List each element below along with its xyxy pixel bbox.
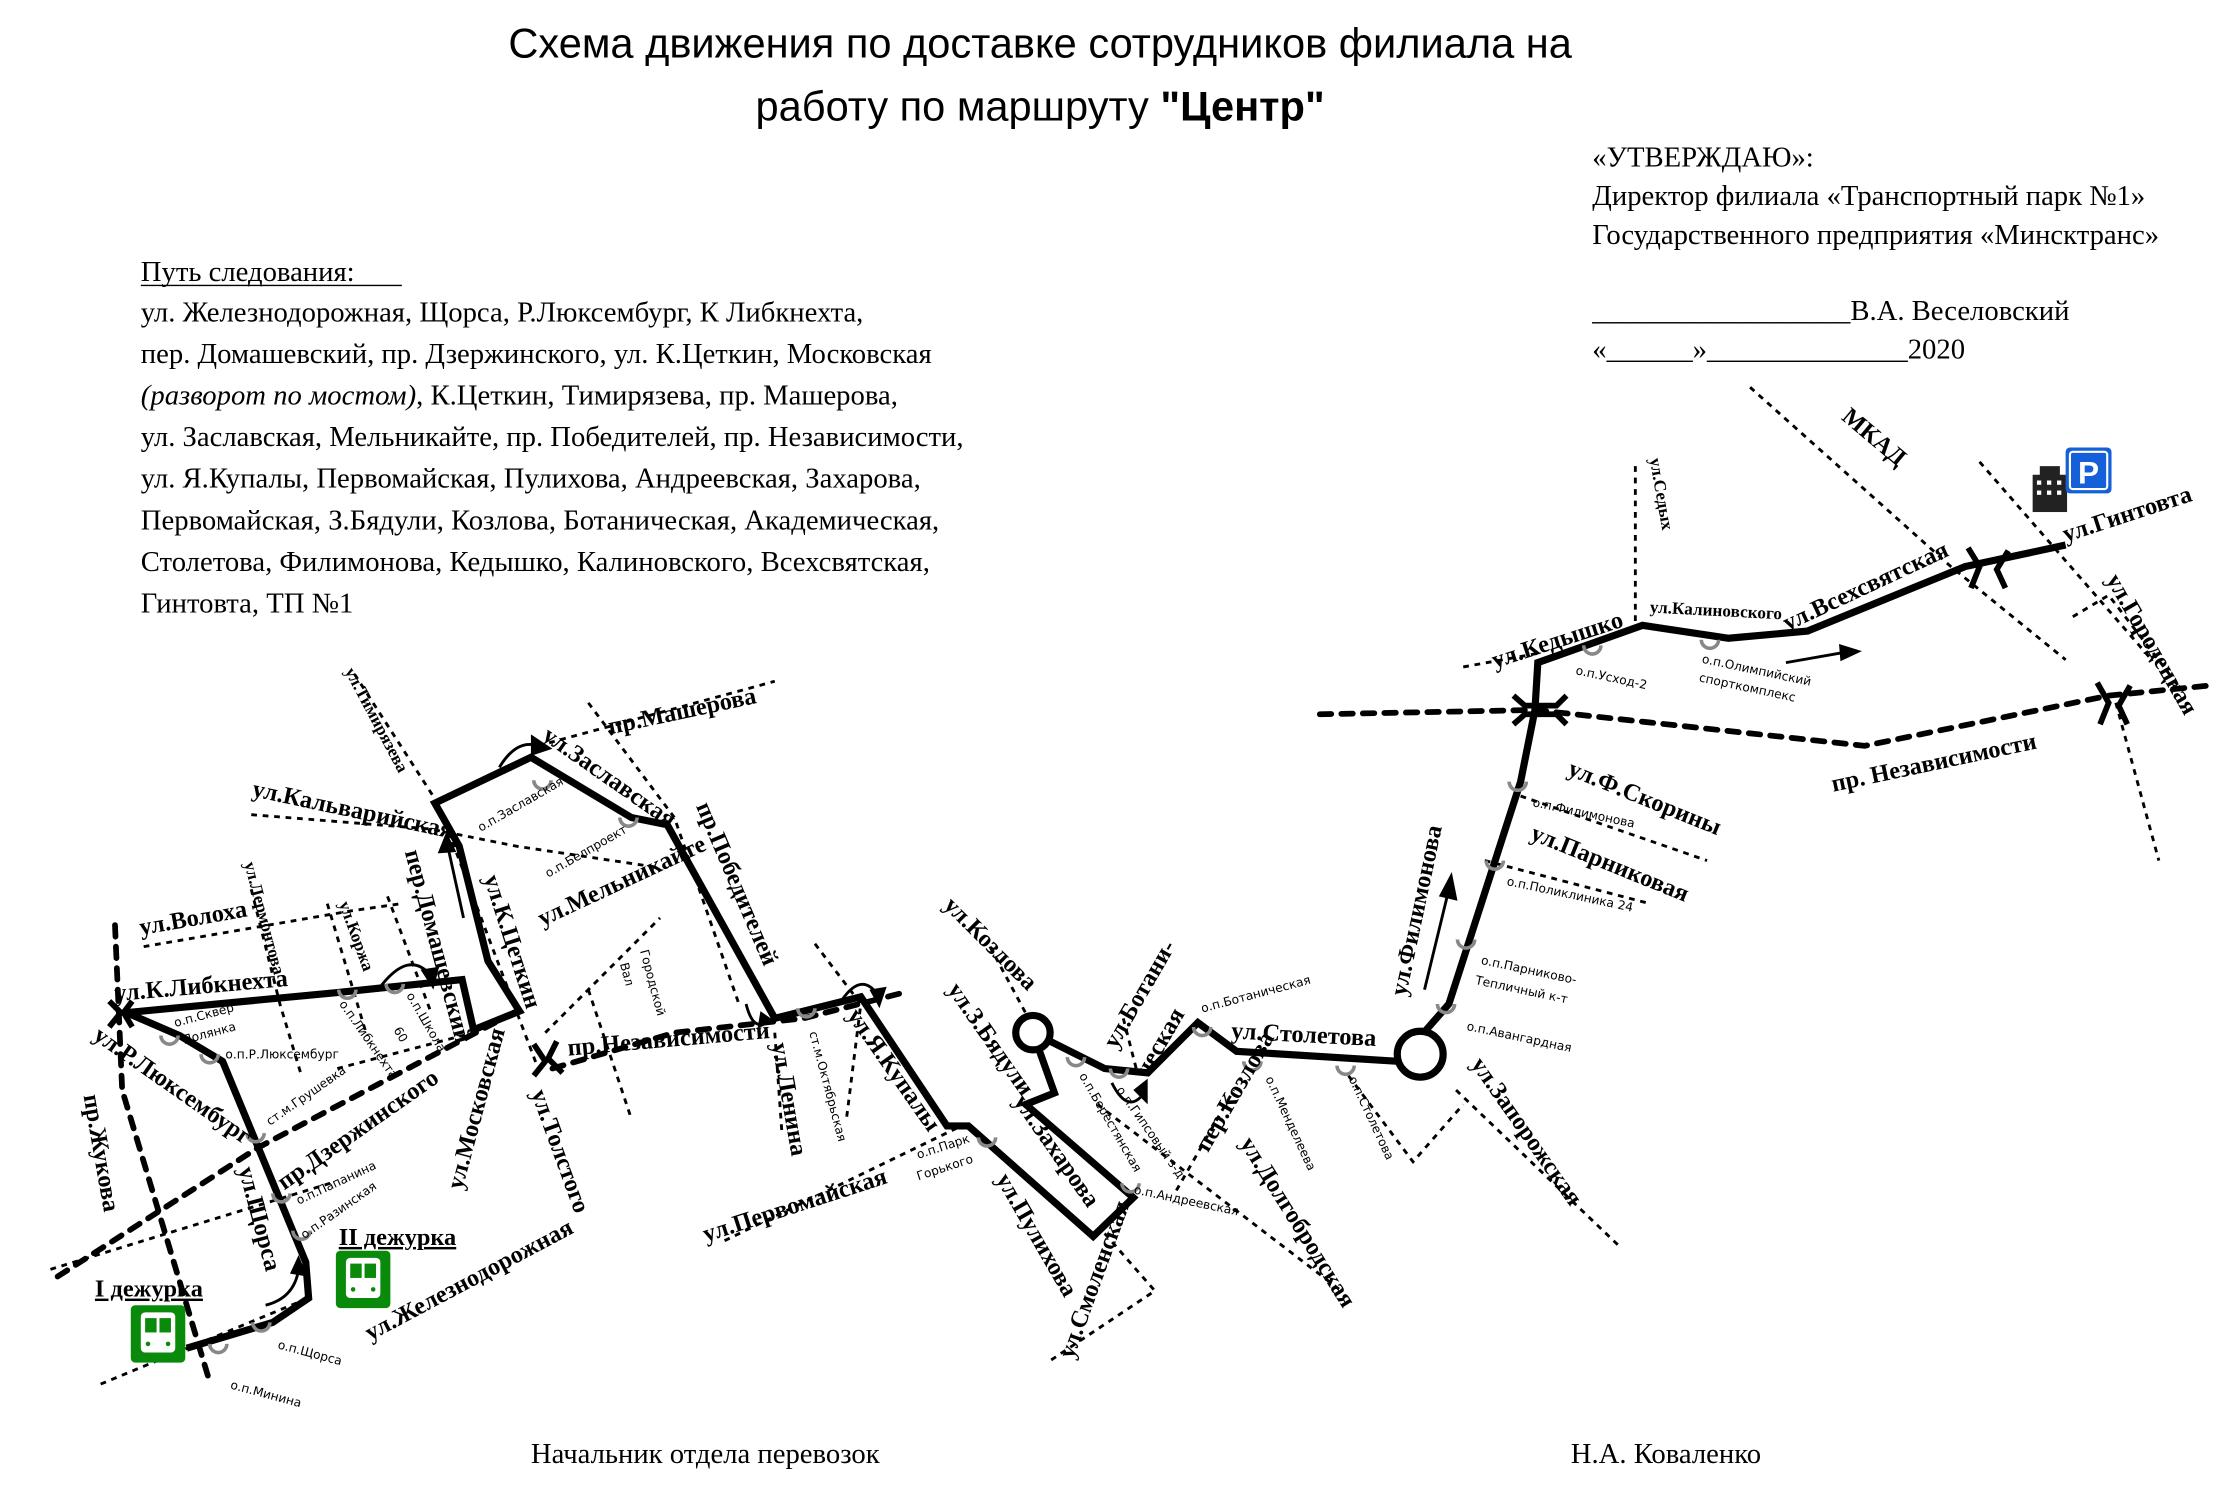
route-line: Первомайская, З.Бядули, Козлова, Ботанич…	[141, 504, 939, 536]
roundabout-icon	[1012, 1011, 1054, 1054]
stop-label: о.п.Столетова	[1346, 1074, 1397, 1162]
street-label: ул.Козлова	[938, 892, 1042, 996]
turn-arrow-icon	[289, 1255, 308, 1277]
route-title: Путь следования:	[141, 256, 355, 288]
street-label: ул.Кальварийская	[250, 775, 456, 844]
route-path	[125, 541, 2067, 1352]
title-line-2: работу по маршруту "Центр"	[756, 82, 1325, 129]
street-label: ул.Тимирязева	[341, 664, 412, 776]
building-icon	[2032, 466, 2068, 513]
street-label: ул.Ф.Скорины	[1564, 755, 1725, 841]
approval-signature-line: __________________В.А. Веселовский	[1591, 295, 2069, 327]
stop-label: о.п.Минина	[229, 1378, 303, 1410]
route-name: "Центр"	[1160, 82, 1324, 129]
approval-block: «УТВЕРЖДАЮ»: Директор филиала «Транспорт…	[1591, 141, 2159, 365]
title-line-1: Схема движения по доставке сотрудников ф…	[508, 19, 1572, 66]
route-line: ул. Железнодорожная, Щорса, Р.Люксембург…	[141, 296, 864, 328]
arrow-right-icon	[1839, 643, 1862, 662]
street-label: ул.Волоха	[137, 896, 249, 941]
route-line: ул. Я.Купалы, Первомайская, Пулихова, Ан…	[141, 463, 921, 495]
street-label: ул.Московская	[442, 1025, 511, 1192]
stop-label: о.п.Либкнехта	[336, 998, 400, 1082]
street-label: ул.Мельникайте	[534, 830, 711, 932]
turn-arrow-icon	[757, 1011, 775, 1029]
route-line: ул. Заславская, Мельникайте, пр. Победит…	[141, 421, 964, 453]
bus-icon	[130, 1305, 186, 1363]
stop-label: о.п.Ботаническая	[1199, 973, 1312, 1016]
street-label: ул.Калиновского	[1649, 597, 1782, 623]
bus-icon	[335, 1250, 391, 1309]
stop-label: о.п.Р.Люксембург	[225, 1048, 338, 1062]
street-label: пр.Машерова	[605, 682, 758, 740]
stop-label: о.п.Заславская	[475, 774, 566, 834]
roundabout-icon	[1393, 1027, 1447, 1081]
stop-label: о.п.Щорса	[276, 1338, 343, 1369]
route-line: Гинтовта, ТП №1	[141, 587, 354, 619]
depot-label: I дежурка	[95, 1276, 203, 1303]
street-label: ул.К.Цеткин	[478, 871, 547, 1012]
route-line: (разворот по мостом), К.Цеткин, Тимирязе…	[141, 379, 898, 411]
street-label: ул.Ленина	[766, 1041, 812, 1158]
arrow-up-icon	[437, 831, 457, 854]
bridge-icon	[107, 999, 135, 1029]
transport-park-destination: P	[2032, 447, 2112, 513]
bridge-icon	[531, 1040, 565, 1078]
footer-name: Н.А. Коваленко	[1571, 1438, 1761, 1470]
turn-arrow-icon	[1133, 1078, 1148, 1105]
stop-label: 60	[391, 1024, 411, 1044]
stop-markers	[159, 639, 1721, 1355]
turn-arrow-icon	[869, 986, 887, 1009]
street-label: пр.Независимости	[566, 1017, 770, 1062]
turn-arrow-icon	[420, 966, 440, 990]
route-line: пер. Домашевский, пр. Дзержинского, ул. …	[141, 338, 932, 370]
stop-label: ст.м.Октябрьская	[806, 1030, 849, 1143]
approval-line: «УТВЕРЖДАЮ»:	[1592, 141, 1813, 173]
route-italic-note: (разворот по мостом)	[141, 379, 416, 411]
street-label: ул.Я.Купалы	[842, 1003, 946, 1136]
stop-label: о.п.Авангардная	[1465, 1019, 1573, 1055]
route-line-rest: , К.Цеткин, Тимирязева, пр. Машерова,	[416, 379, 898, 411]
approval-line: Директор филиала «Транспортный парк №1»	[1592, 180, 2145, 212]
street-label: ул.Седых	[1646, 456, 1677, 531]
approval-line: Государственного предприятия «Минсктранс…	[1592, 219, 2159, 251]
depot-label: II дежурка	[339, 1224, 457, 1251]
street-label: пр.Жукова	[78, 1092, 125, 1214]
street-label: Городской	[637, 948, 668, 1017]
street-label: ул.Толстого	[525, 1086, 595, 1217]
side-streets	[50, 386, 2212, 1386]
arrow-up-icon	[1438, 872, 1458, 901]
street-label: ул.Запорожская	[1465, 1052, 1587, 1210]
title-line-2-text: работу по маршруту	[756, 82, 1161, 129]
stop-label: о.п.Усход-2	[1574, 663, 1648, 692]
street-label: Вал	[617, 961, 637, 987]
parking-label: P	[2078, 454, 2099, 490]
depot-2: II дежурка	[335, 1224, 457, 1309]
street-label: ул.Филимонова	[1385, 823, 1447, 998]
street-label: МКАД	[1837, 403, 1912, 472]
street-label: пр. Независимости	[1829, 728, 2039, 798]
route-line: Столетова, Филимонова, Кедышко, Калиновс…	[141, 546, 930, 578]
stop-label: о.п.Андреевская	[1133, 1183, 1240, 1219]
stop-label: ст.м.Грушевка	[264, 1063, 349, 1128]
parking-icon: P	[2065, 447, 2112, 494]
street-label: ул.Коржа	[335, 898, 378, 973]
street-label: ул.Первомайская	[699, 1163, 890, 1248]
approval-date-line: «______»______________2020	[1592, 334, 1965, 366]
route-description: Путь следования: ул. Железнодорожная, Що…	[141, 256, 964, 619]
direction-arrows	[265, 643, 1862, 1307]
depot-1: I дежурка	[95, 1276, 203, 1363]
bridge-icon	[2094, 681, 2133, 726]
footer-position: Начальник отдела перевозок	[531, 1438, 880, 1470]
bridge-icon	[1511, 693, 1569, 727]
bridge-icon	[1965, 546, 2011, 590]
street-label: ул.Всехсвятская	[1779, 536, 1953, 636]
